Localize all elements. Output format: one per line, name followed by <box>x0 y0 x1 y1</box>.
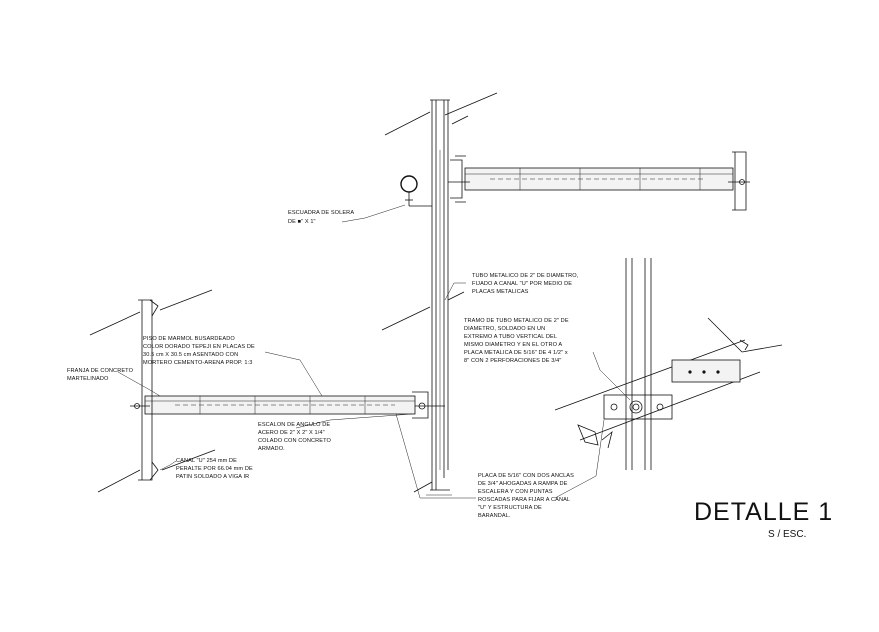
note-escuadra-line-1: ESCUADRA DE SOLERA <box>288 210 354 216</box>
note-placa-line-6: BARANDAL. <box>478 513 511 519</box>
note-tramo-line-1: TRAMO DE TUBO METALICO DE 2" DE <box>464 318 569 324</box>
note-escalon-line-4: ARMADO. <box>258 446 285 452</box>
note-franja-line-1: FRANJA DE CONCRETO <box>67 368 134 374</box>
leader-lines <box>117 204 631 499</box>
note-escalon-line-2: ACERO DE 2" X 2" X 1/4" <box>258 430 325 436</box>
note-canal: CANAL "U" 254 mm DE PERALTE POR 66.04 mm… <box>176 458 253 480</box>
note-tramo-line-3: EXTREMO A TUBO VERTICAL DEL <box>464 334 557 340</box>
lower-slab <box>130 299 445 481</box>
note-tramo-line-4: MISMO DIAMETRO Y EN EL OTRO A <box>464 342 562 348</box>
note-placa-line-3: ESCALERA Y CON PUNTAS <box>478 489 553 495</box>
note-piso-line-3: 30.5 cm X 30.5 cm ASENTADO CON <box>143 352 238 358</box>
note-escuadra: ESCUADRA DE SOLERA DE ■" X 1" <box>288 210 354 225</box>
note-placa-line-2: DE 3/4" AHOGADAS A RAMPA DE <box>478 481 568 487</box>
note-tubo-line-2: FIJADO A CANAL "U" POR MEDIO DE <box>472 281 572 287</box>
note-escalon-line-3: COLADO CON CONCRETO <box>258 438 332 444</box>
base-plate-assembly <box>554 258 783 470</box>
detail-scale: S / ESC. <box>768 529 806 540</box>
note-placa-line-1: PLACA DE 5/16" CON DOS ANCLAS <box>478 473 574 479</box>
note-placa: PLACA DE 5/16" CON DOS ANCLAS DE 3/4" AH… <box>478 473 574 519</box>
note-escuadra-line-2: DE ■" X 1" <box>288 219 316 225</box>
break-lines <box>89 92 498 493</box>
note-tubo-line-1: TUBO METALICO DE 2" DE DIAMETRO, <box>472 273 579 279</box>
note-tubo: TUBO METALICO DE 2" DE DIAMETRO, FIJADO … <box>472 273 579 295</box>
note-canal-line-2: PERALTE POR 66.04 mm DE <box>176 466 253 472</box>
note-piso-line-2: COLOR DORADO TEPEJI EN PLACAS DE <box>143 344 255 350</box>
note-piso-line-4: MORTERO CEMENTO-ARENA PROP. 1:3 <box>143 360 252 366</box>
note-escalon-line-1: ESCALON DE ANGULO DE <box>258 422 330 428</box>
note-franja: FRANJA DE CONCRETO MARTELINADO <box>67 368 134 382</box>
note-tramo-line-5: PLACA METALICA DE 5/16" DE 4 1/2" x <box>464 350 568 356</box>
detail-title: DETALLE 1 <box>694 498 833 526</box>
note-placa-line-4: ROSCADAS PARA FIJAR A CANAL <box>478 497 570 503</box>
upper-slab <box>448 151 750 211</box>
note-placa-line-5: "U" Y ESTRUCTURA DE <box>478 505 542 511</box>
note-canal-line-1: CANAL "U" 254 mm DE <box>176 458 237 464</box>
note-tubo-line-3: PLACAS METALICAS <box>472 289 529 295</box>
note-tramo-line-6: 8" CON 2 PERFORACIONES DE 3/4" <box>464 358 561 364</box>
note-piso: PISO DE MARMOL BUSARDEADO COLOR DORADO T… <box>143 336 255 366</box>
note-tramo-line-2: DIAMETRO, SOLDADO EN UN <box>464 326 545 332</box>
vertical-tube <box>426 99 452 496</box>
note-canal-line-3: PATIN SOLDADO A VIGA IR <box>176 474 249 480</box>
note-franja-line-2: MARTELINADO <box>67 376 109 382</box>
note-piso-line-1: PISO DE MARMOL BUSARDEADO <box>143 336 235 342</box>
escuadra-bracket <box>400 175 432 207</box>
note-escalon: ESCALON DE ANGULO DE ACERO DE 2" X 2" X … <box>258 422 332 452</box>
note-tramo: TRAMO DE TUBO METALICO DE 2" DE DIAMETRO… <box>464 318 569 364</box>
